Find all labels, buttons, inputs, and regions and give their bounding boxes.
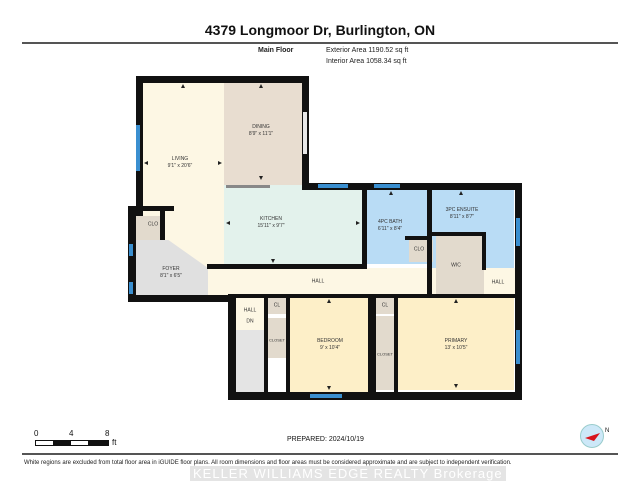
scale-unit: ft: [112, 438, 117, 447]
wall: [128, 295, 228, 302]
wall: [427, 183, 432, 298]
room-cl-1: [268, 298, 286, 314]
scale-tick-0: 0: [34, 429, 39, 438]
window: [310, 394, 342, 398]
window: [129, 282, 133, 294]
room-closet-2: [376, 316, 394, 390]
floor-name: Main Floor: [258, 47, 294, 54]
wall: [228, 392, 522, 400]
wall: [128, 206, 174, 211]
label-wic: WIC: [451, 262, 461, 269]
room-closet-foyer: [136, 216, 160, 240]
dimension-arrow: [226, 221, 230, 225]
dimension-arrow: [144, 161, 148, 165]
counter: [226, 185, 270, 188]
compass-icon: [580, 424, 604, 448]
scale-tick-8: 8: [105, 429, 110, 438]
room-hall-right: [486, 270, 514, 296]
dimension-arrow: [327, 386, 331, 390]
wall: [228, 294, 518, 298]
room-hall-dn: [236, 298, 264, 330]
brokerage-watermark: KELLER WILLIAMS EDGE REALTY Brokerage: [190, 466, 506, 481]
wall: [394, 298, 398, 392]
window: [516, 330, 520, 364]
scale-tick-4: 4: [69, 429, 74, 438]
header-rule: [22, 42, 618, 44]
wall: [482, 232, 486, 270]
wall: [136, 76, 308, 83]
dimension-arrow: [181, 84, 185, 88]
window: [318, 184, 348, 188]
dimension-arrow: [218, 161, 222, 165]
property-address-title: 4379 Longmoor Dr, Burlington, ON: [204, 22, 436, 38]
wall: [405, 236, 432, 240]
room-stairs: [236, 330, 264, 394]
wall: [432, 232, 486, 236]
window: [129, 244, 133, 256]
label-hall-main: HALL: [311, 278, 325, 285]
dimension-arrow: [454, 299, 458, 303]
window: [374, 184, 400, 188]
compass-north-label: N: [605, 428, 610, 434]
dimension-arrow: [271, 259, 275, 263]
dimension-arrow: [327, 299, 331, 303]
wall: [264, 298, 268, 394]
label-cl-1: CL: [273, 302, 281, 309]
room-bedroom: [290, 298, 368, 392]
exterior-area: Exterior Area 1190.52 sq ft: [326, 47, 409, 54]
room-dining: [224, 83, 302, 185]
room-primary: [398, 298, 514, 390]
wall: [286, 298, 290, 392]
dimension-arrow: [454, 384, 458, 388]
room-kitchen: [224, 185, 364, 265]
label-hall-dn: HALL: [243, 307, 257, 314]
dimension-arrow: [259, 84, 263, 88]
room-cl-2: [376, 298, 394, 314]
footer-rule: [22, 453, 618, 455]
wall: [207, 264, 367, 269]
sliding-door: [303, 112, 307, 154]
label-cl-2: CL: [381, 302, 389, 309]
label-dn: DN: [246, 318, 254, 325]
interior-area: Interior Area 1058.34 sq ft: [326, 58, 407, 65]
label-closet-2: CLOSET: [376, 351, 394, 357]
dimension-arrow: [459, 191, 463, 195]
window: [136, 125, 140, 171]
scale-bar: [35, 440, 109, 446]
label-clo-bath: CLO: [413, 246, 425, 253]
label-closet-1: CLOSET: [268, 337, 286, 343]
label-clo-foyer: CLO: [147, 221, 159, 228]
prepared-date: PREPARED: 2024/10/19: [287, 436, 364, 443]
wall: [362, 183, 367, 269]
label-hall-right: HALL: [491, 279, 505, 286]
dimension-arrow: [259, 176, 263, 180]
dimension-arrow: [389, 191, 393, 195]
wall: [368, 298, 376, 392]
disclaimer-text: White regions are excluded from total fl…: [24, 460, 512, 466]
wall: [302, 183, 522, 190]
dimension-arrow: [356, 221, 360, 225]
room-wic: [436, 236, 484, 296]
window: [516, 218, 520, 246]
wall: [515, 183, 522, 399]
wall: [160, 206, 165, 240]
room-closet-1: [268, 318, 286, 358]
wall: [228, 294, 236, 400]
